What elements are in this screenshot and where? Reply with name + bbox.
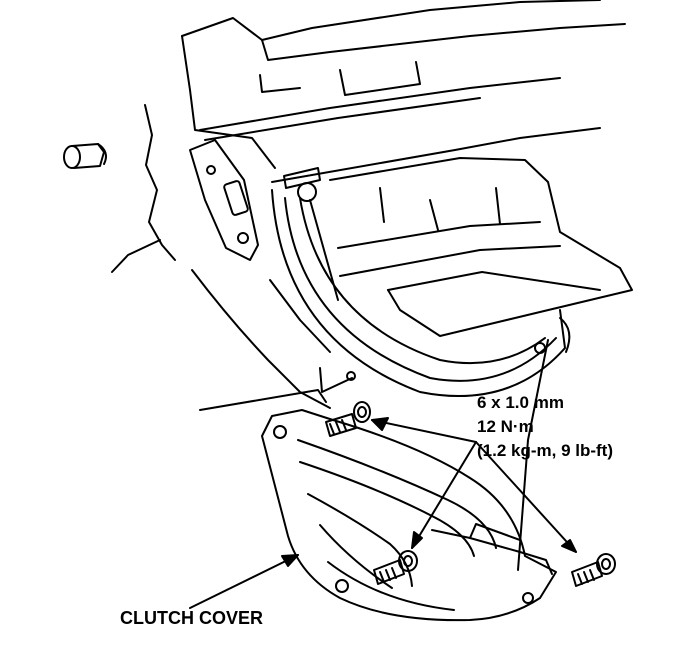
flange-bolt-icon xyxy=(571,553,616,587)
leader-lines xyxy=(189,339,577,609)
bolt-size-label: 6 x 1.0 mm xyxy=(477,393,564,412)
arrow-icon xyxy=(189,554,299,609)
clutch-cover xyxy=(261,409,557,622)
flange-bolt-icon xyxy=(325,401,371,437)
torque-alt-label: (1.2 kg-m, 9 lb-ft) xyxy=(477,441,614,460)
bell-housing xyxy=(271,127,633,398)
clutch-cover-label: CLUTCH COVER xyxy=(120,608,263,628)
engine-block xyxy=(63,0,626,409)
arrow-icon xyxy=(371,419,477,443)
flange-bolt-icon xyxy=(373,550,418,585)
torque-nm-label: 12 N·m xyxy=(477,417,534,436)
dowel-stub xyxy=(63,143,107,169)
